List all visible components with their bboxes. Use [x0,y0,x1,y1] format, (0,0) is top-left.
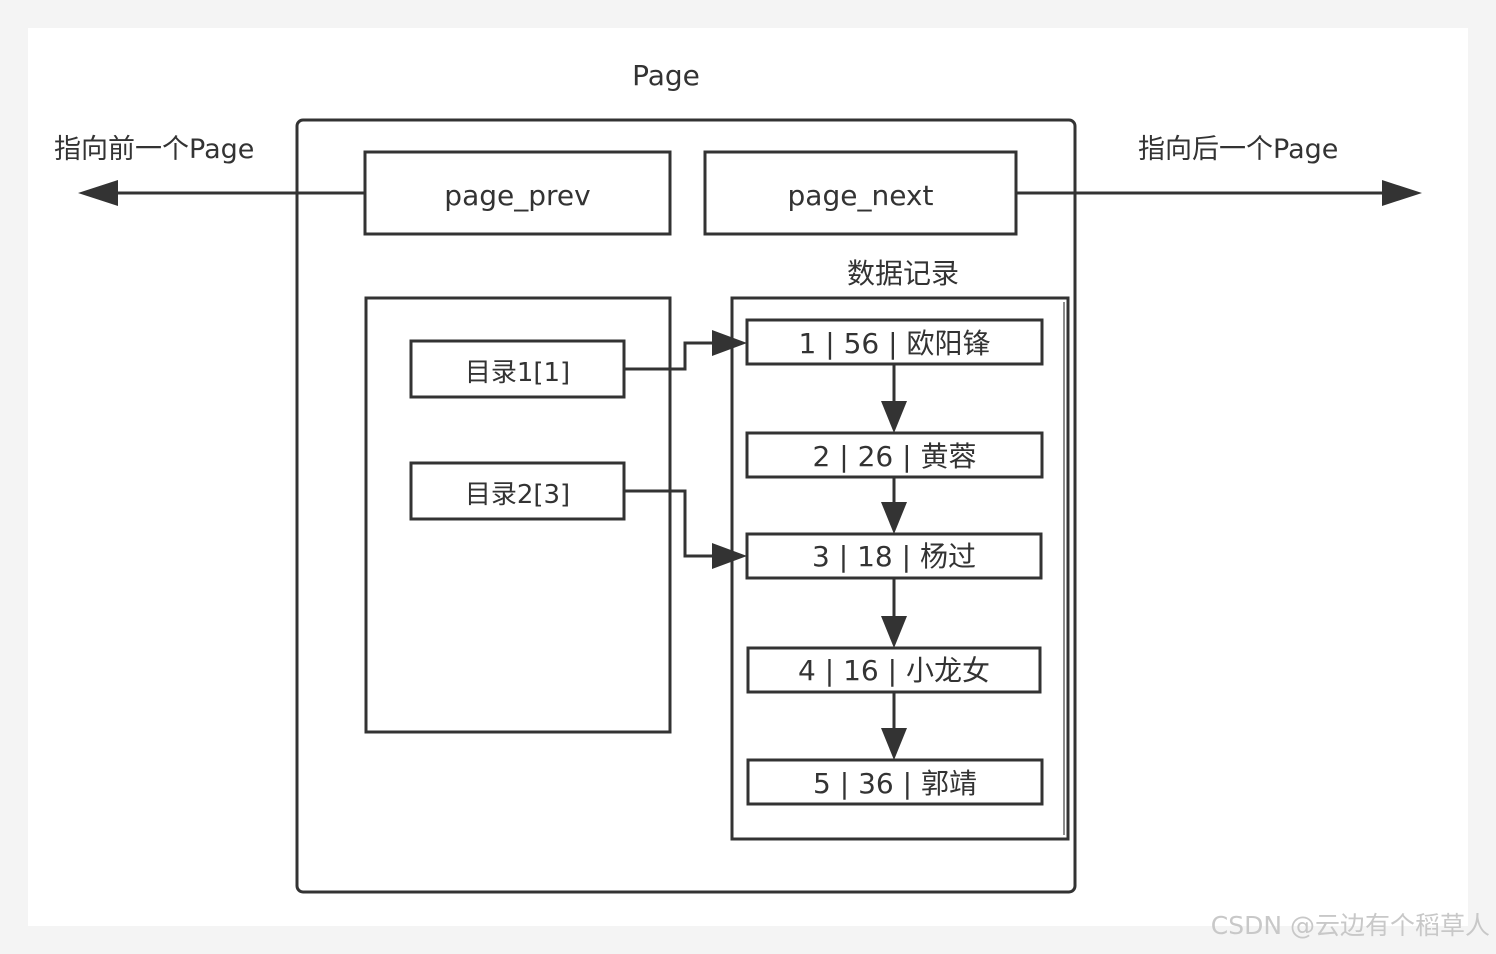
directory-1-arrowhead [712,330,747,356]
record-2-label: 2 | 26 | 黄蓉 [812,440,977,473]
prev-arrowhead [78,180,118,206]
record-link-3-4-head [881,616,907,648]
prev-page-label: 指向前一个Page [54,134,255,165]
directory-1-pointer [624,341,715,371]
records-title: 数据记录 [846,257,959,290]
record-5-box [746,758,1044,806]
directory-entry-1-label: 目录1[1] [464,358,571,388]
record-5-label: 5 | 36 | 郭靖 [813,767,977,800]
directory-container [364,296,672,734]
page-prev-box [363,150,672,236]
records-container [730,296,1070,841]
record-link-1-2-head [881,401,907,433]
record-3-label: 3 | 18 | 杨过 [812,540,976,573]
record-link-2-3-head [881,502,907,534]
next-page-label: 指向后一个Page [1138,134,1339,165]
page-next-label: page_next [787,179,934,212]
watermark: CSDN @云边有个稻草人 [1210,911,1490,940]
directory-entry-2-label: 目录2[3] [464,480,571,510]
record-link-4-5-head [881,728,907,760]
page-title: Page [632,59,700,92]
page-next-box [703,150,1018,236]
page-frame [295,118,1077,894]
record-4-label: 4 | 16 | 小龙女 [798,654,990,687]
next-arrowhead [1382,180,1422,206]
page-prev-label: page_prev [444,179,591,212]
directory-2-pointer [624,489,715,558]
record-1-label: 1 | 56 | 欧阳锋 [798,327,991,360]
directory-2-arrowhead [712,543,747,569]
